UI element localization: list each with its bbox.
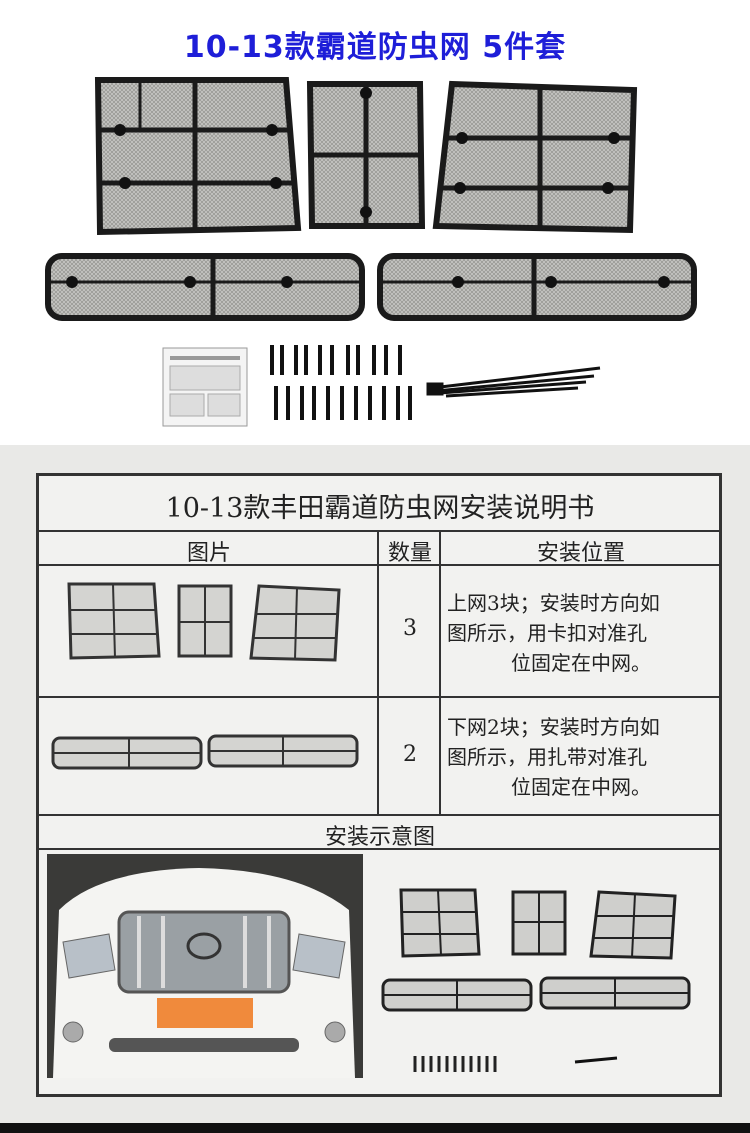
lower-nets-thumbnail (51, 734, 359, 770)
license-plate (157, 998, 253, 1028)
instruction-sheet: 10-13款丰田霸道防虫网安装说明书 图片 数量 安装位置 3 上网3块；安 (36, 473, 722, 1097)
diagram-clips (413, 1056, 497, 1072)
sheet-title-cell: 10-13款丰田霸道防虫网安装说明书 (38, 475, 720, 531)
header-quantity: 数量 (378, 531, 440, 566)
instruction-card (162, 347, 248, 427)
upper-net-left (94, 77, 302, 236)
row1-location-cell: 上网3块；安装时方向如 图所示，用卡扣对准孔 位固定在中网。 (440, 565, 720, 697)
clips-set (270, 345, 412, 420)
row2-quantity-cell: 2 (378, 697, 440, 815)
toyota-logo-icon (186, 932, 222, 960)
row1-location: 上网3块；安装时方向如 图所示，用卡扣对准孔 位固定在中网。 (447, 591, 660, 675)
header-location: 安装位置 (440, 531, 720, 566)
product-illustration (45, 77, 697, 427)
bottom-edge-bar (0, 1123, 750, 1133)
cable-ties (426, 366, 601, 398)
diagram-title: 安装示意图 (324, 825, 435, 850)
row1-picture (38, 565, 378, 697)
row1-quantity-cell: 3 (378, 565, 440, 697)
product-photo-panel: 10-13款霸道防虫网 5件套 (0, 0, 750, 445)
upper-net-middle (306, 81, 426, 229)
upper-nets-thumbnail (67, 582, 341, 662)
car-front-photo (47, 854, 363, 1078)
page-title: 10-13款霸道防虫网 5件套 (183, 30, 567, 65)
upper-net-right (432, 80, 638, 234)
install-diagram (47, 854, 691, 1078)
diagram-title-cell: 安装示意图 (38, 815, 720, 850)
lower-net-right (377, 253, 697, 321)
sheet-title: 10-13款丰田霸道防虫网安装说明书 (165, 493, 595, 524)
row2-picture (38, 697, 378, 815)
diagram-area (38, 849, 720, 1095)
diagram-cable-tie (574, 1056, 618, 1064)
lower-net-left (45, 253, 365, 321)
row2-location: 下网2块；安装时方向如 图所示，用扎带对准孔 位固定在中网。 (447, 715, 660, 799)
row1-quantity: 3 (403, 616, 417, 641)
row2-location-cell: 下网2块；安装时方向如 图所示，用扎带对准孔 位固定在中网。 (440, 697, 720, 815)
header-picture: 图片 (38, 531, 378, 566)
row2-quantity: 2 (403, 742, 417, 767)
